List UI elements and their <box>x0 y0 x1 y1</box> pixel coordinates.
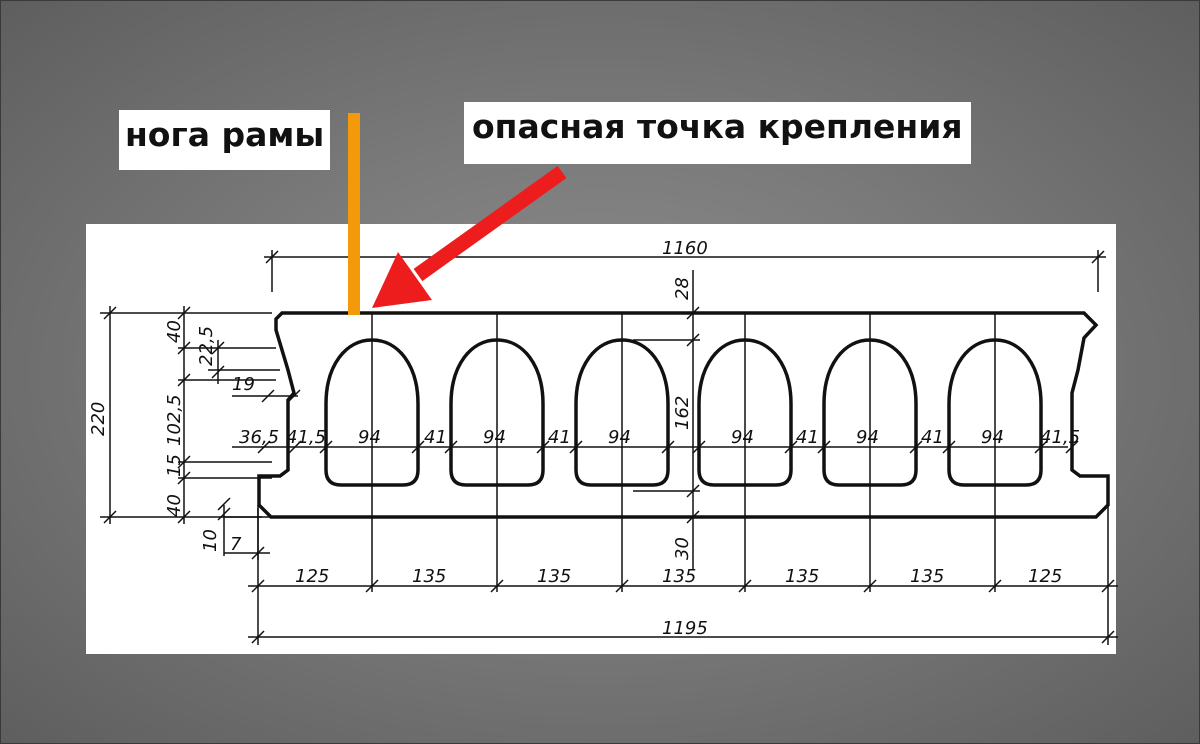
dimension-core-widths <box>232 440 1079 454</box>
dim-core-5-width: 94 <box>856 427 879 448</box>
dim-core-6-width: 94 <box>981 427 1004 448</box>
dim-162: 162 <box>672 396 693 430</box>
dim-1195: 1195 <box>662 618 708 639</box>
dim-web-4: 41 <box>796 427 819 448</box>
hollow-core-6 <box>947 338 1043 487</box>
hollow-core-4 <box>697 338 793 487</box>
dim-edge-41-5-right: 41,5 <box>1040 427 1080 448</box>
dim-left-7: 7 <box>230 534 242 555</box>
dimension-1160 <box>264 250 1106 292</box>
dim-edge-41-5-left: 41,5 <box>286 427 326 448</box>
core-center-lines <box>257 313 1109 645</box>
dim-pitch-5: 135 <box>785 566 819 587</box>
hollow-core-3 <box>574 338 670 487</box>
dim-core-3-width: 94 <box>608 427 631 448</box>
dim-web-5: 41 <box>921 427 944 448</box>
dim-left-102-5: 102,5 <box>164 394 185 446</box>
dim-pitch-4: 135 <box>662 566 696 587</box>
dim-pitch-1: 125 <box>295 566 329 587</box>
dim-core-1-width: 94 <box>358 427 381 448</box>
dim-left-40-top: 40 <box>164 320 185 343</box>
hollow-core-1 <box>324 338 420 487</box>
dim-left-22-5: 22,5 <box>196 326 217 366</box>
dimension-pitches <box>248 579 1118 593</box>
dim-left-15: 15 <box>164 454 185 477</box>
slab-outline <box>257 311 1110 519</box>
dim-220: 220 <box>88 402 109 436</box>
dim-edge-36-5: 36,5 <box>239 427 279 448</box>
dim-28: 28 <box>672 277 693 300</box>
dim-pitch-7: 125 <box>1028 566 1062 587</box>
dimension-220 <box>100 306 272 524</box>
hollow-cores <box>324 338 1043 487</box>
dim-core-2-width: 94 <box>483 427 506 448</box>
dim-web-2: 41 <box>548 427 571 448</box>
danger-arrow <box>372 165 567 308</box>
dim-30: 30 <box>672 537 693 560</box>
dimension-1195 <box>248 630 1118 644</box>
frame-leg-marker <box>348 113 360 315</box>
dim-left-10: 10 <box>200 529 221 552</box>
dimension-right-vertical <box>633 270 700 570</box>
dim-web-1: 41 <box>424 427 447 448</box>
dim-core-4-width: 94 <box>731 427 754 448</box>
dim-pitch-2: 135 <box>412 566 446 587</box>
hollow-core-5 <box>822 338 918 487</box>
dangerous-point-label: опасная точка крепления <box>464 102 971 164</box>
dim-1160: 1160 <box>662 238 708 259</box>
dim-pitch-3: 135 <box>537 566 571 587</box>
dimension-left-stack <box>177 306 301 560</box>
frame-leg-label: нога рамы <box>119 110 331 170</box>
dim-left-19: 19 <box>232 374 255 395</box>
hollow-core-2 <box>449 338 545 487</box>
dim-left-40-bottom: 40 <box>164 494 185 517</box>
dim-pitch-6: 135 <box>910 566 944 587</box>
